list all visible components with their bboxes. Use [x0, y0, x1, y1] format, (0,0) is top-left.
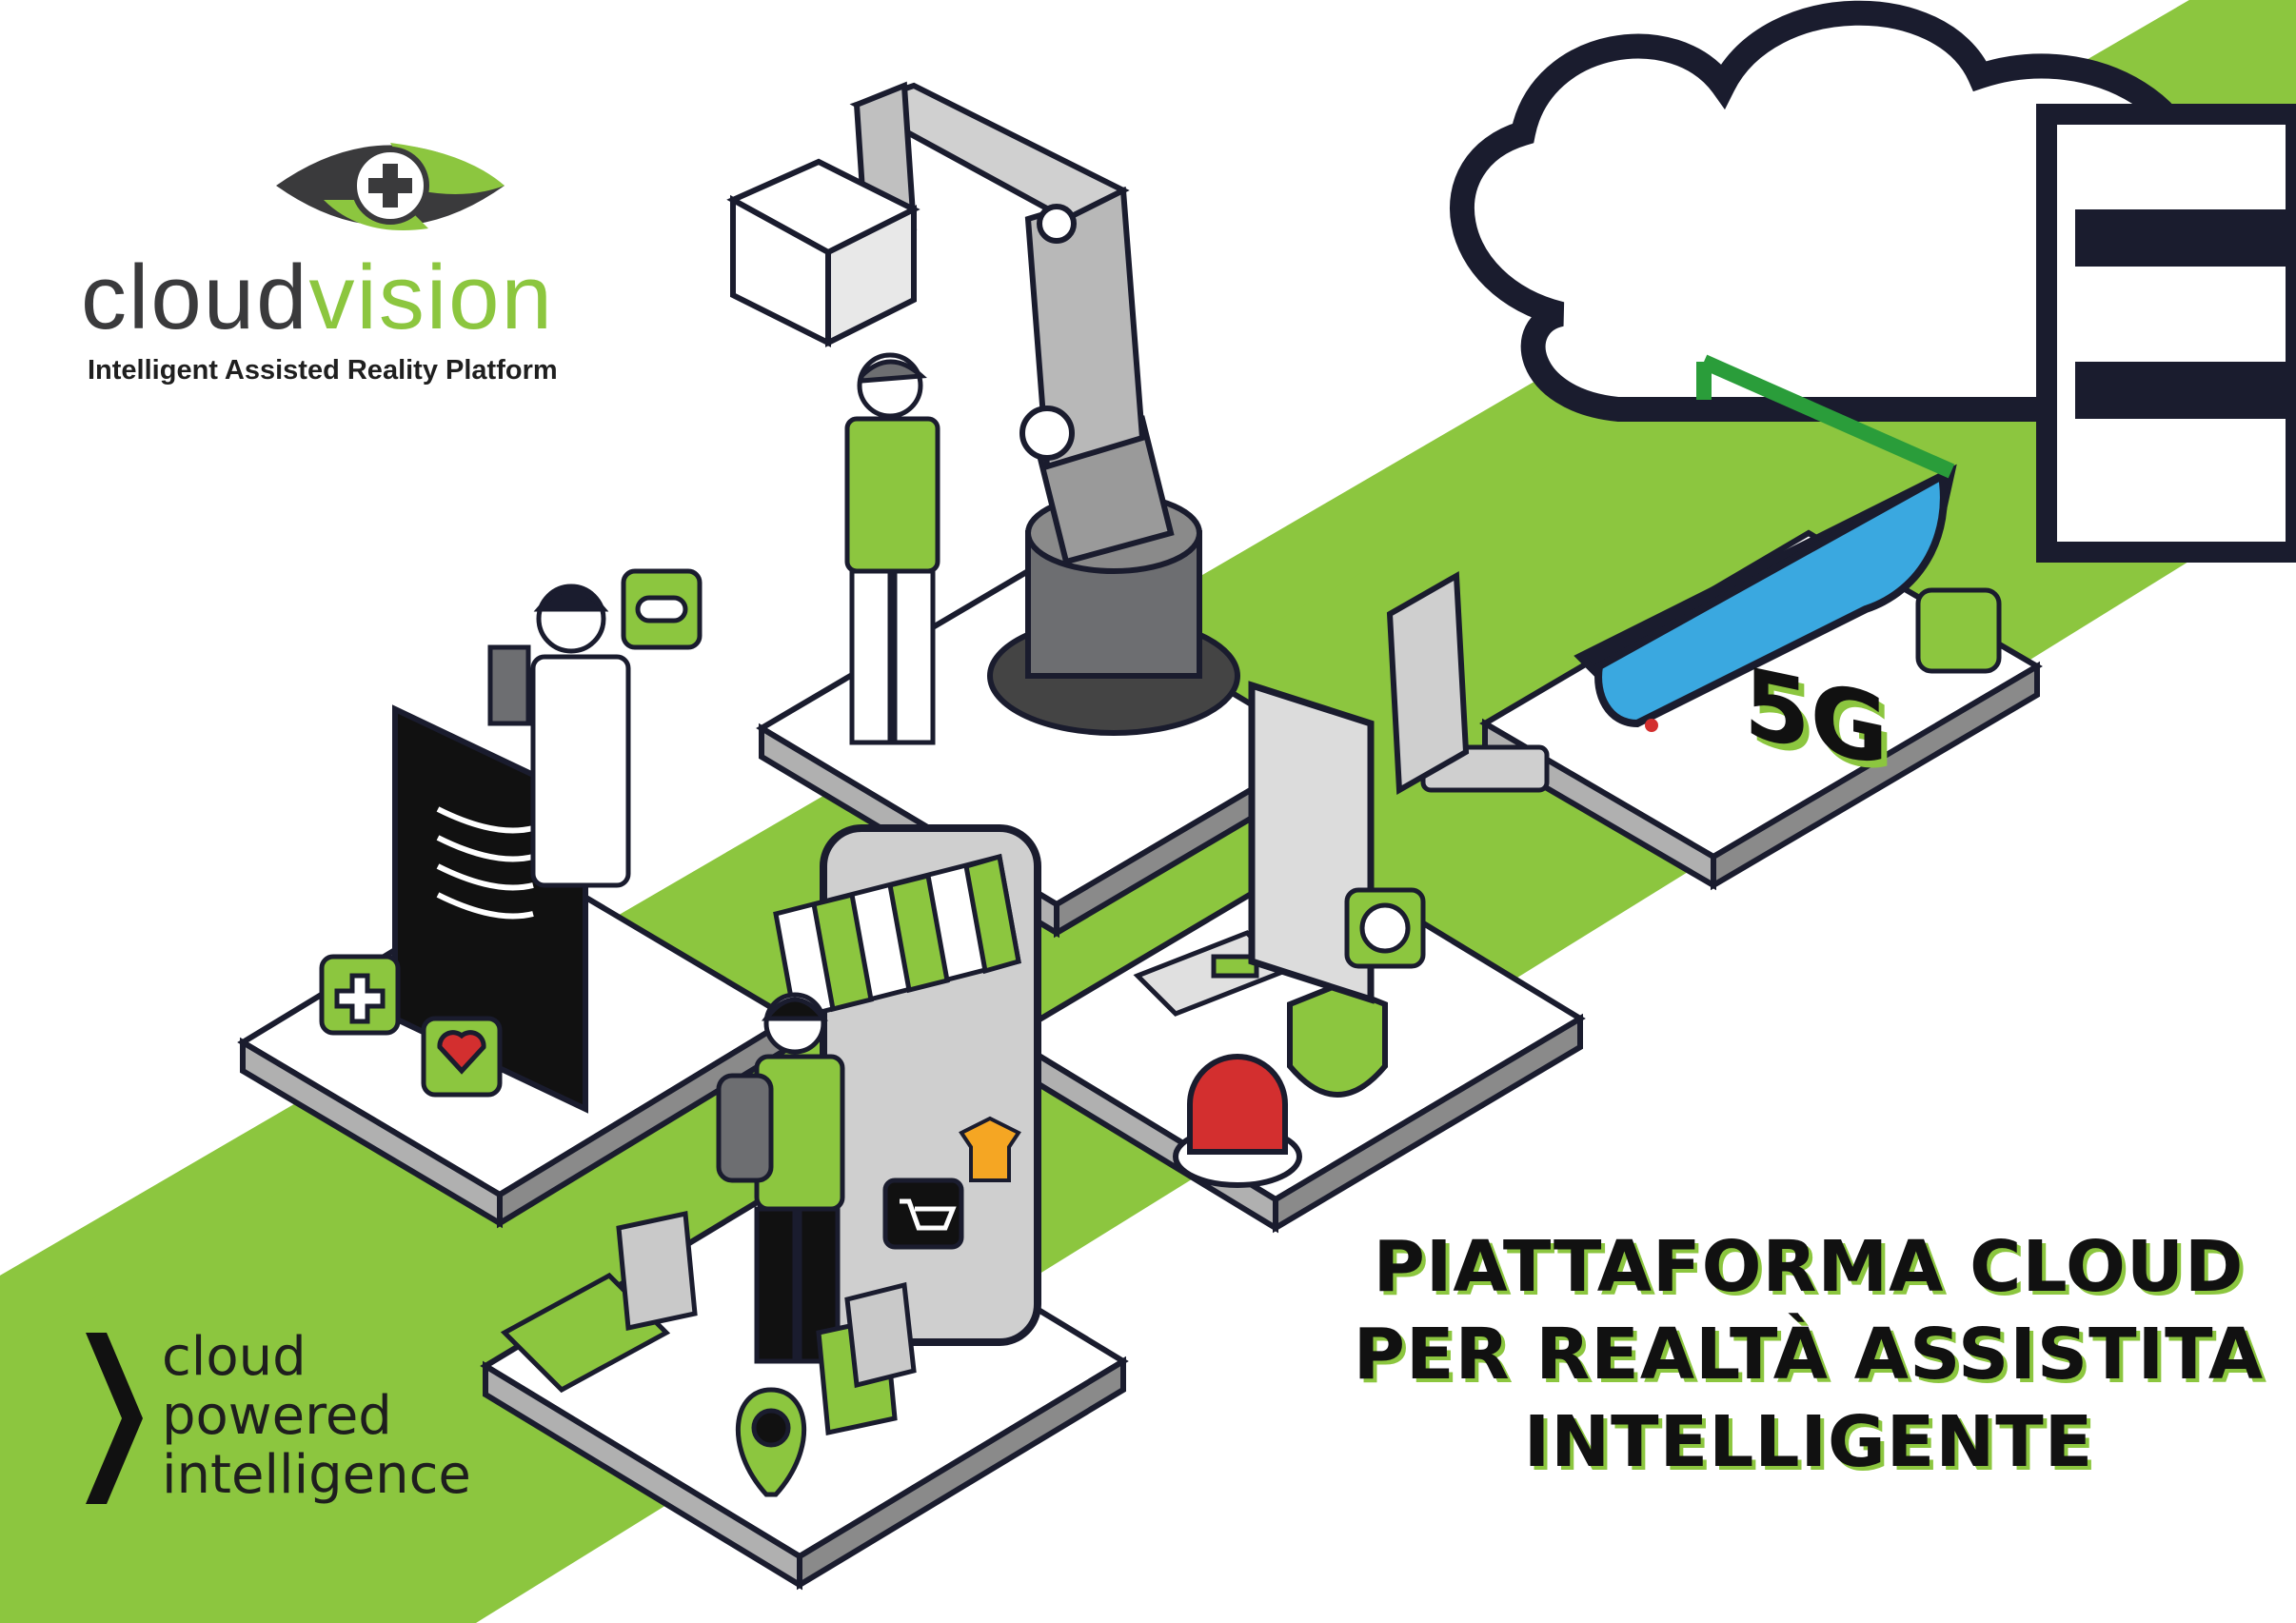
smartphone-small-icon	[1386, 570, 1470, 796]
wifi-bubble-icon	[1915, 587, 2002, 674]
brand-wordmark: cloudvision	[81, 252, 554, 344]
headline: PIATTAFORMA CLOUD PER REALTÀ ASSISTITA I…	[1352, 1223, 2266, 1486]
shopping-cart-icon	[882, 1178, 964, 1250]
slogan-line-3: intelligence	[162, 1444, 471, 1506]
medical-cross-icon	[319, 954, 401, 1036]
shopping-bag-icon	[616, 1210, 917, 1436]
brand-name-part2: vision	[308, 247, 554, 348]
slogan-line-2: powered	[162, 1385, 392, 1447]
shopper-figure	[716, 992, 845, 1364]
doctor-figure	[487, 584, 631, 888]
robot-arm-icon	[726, 81, 1240, 736]
eye-logo-icon	[276, 143, 505, 230]
chevron-right-icon	[86, 1333, 143, 1504]
brand-block	[76, 124, 666, 409]
headline-line-3: INTELLIGENTE	[1523, 1401, 2094, 1483]
brand-name-part1: cloud	[81, 247, 309, 348]
headline-line-1: PIATTAFORMA CLOUD	[1373, 1226, 2245, 1308]
headline-line-2: PER REALTÀ ASSISTITA	[1353, 1314, 2265, 1395]
pill-icon	[621, 568, 703, 650]
engineer-figure	[844, 352, 940, 745]
heart-icon	[421, 1016, 503, 1098]
shield-icon	[1287, 981, 1388, 1098]
alarm-siren-icon	[1173, 1054, 1302, 1188]
smart-glasses-icon	[1574, 354, 1957, 732]
slogan-line-1: cloud	[162, 1326, 307, 1388]
location-pin-icon	[735, 1387, 807, 1497]
tablet-map	[1248, 681, 1375, 1004]
shop-awning	[773, 853, 1021, 1022]
clock-icon	[1344, 887, 1426, 969]
tshirt-icon	[959, 1116, 1021, 1182]
brand-tagline: Intelligent Assisted Reality Platform	[88, 355, 558, 386]
